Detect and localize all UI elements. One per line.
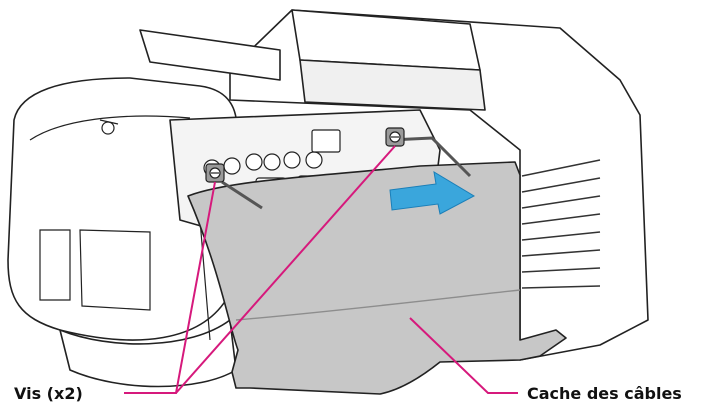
projector-body [7, 9, 649, 388]
projector-details [29, 115, 211, 341]
vent-grille [521, 159, 601, 289]
screw-icon [385, 127, 405, 147]
cable-cover-fold [235, 289, 521, 321]
screw-icon [205, 163, 225, 183]
cable-cover-tab [221, 180, 263, 210]
leader-line-cable-cover [409, 317, 518, 394]
leader-line-screws [175, 145, 396, 394]
callout-screws: Vis (x2) [14, 384, 83, 403]
leader-lines [124, 145, 518, 394]
removal-arrow-icon [389, 171, 476, 215]
callout-cable-cover: Cache des câbles [527, 384, 682, 403]
cable-cover [187, 161, 567, 395]
